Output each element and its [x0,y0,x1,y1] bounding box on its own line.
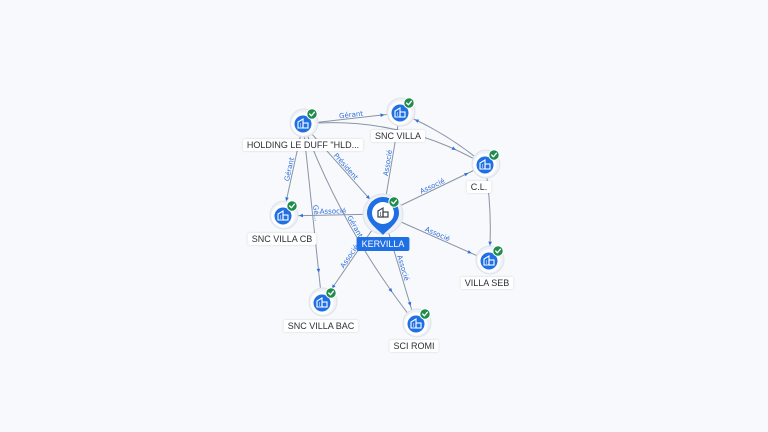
edge-label: Gérant [283,156,296,181]
building-icon [410,318,422,329]
edge-label: Président [332,152,360,182]
verified-check-icon [306,108,318,120]
node-snc-villa-bac[interactable]: SNC VILLA BAC [283,287,359,332]
edge-label: Associé [395,254,410,282]
node-label-box [242,139,364,151]
edge-arrow-icon [331,284,336,289]
edge-arrow-icon [299,213,304,218]
edge-label: Associé [320,207,347,216]
building-icon [483,255,495,266]
node-label: VILLA SEB [465,278,510,288]
edge-arrow-icon [365,195,370,200]
node-label-box [247,233,317,245]
edge-arrow-icon [388,287,393,293]
node-label-box [389,340,439,352]
node-label: SNC VILLA CB [252,234,313,244]
focus-node-kervilla[interactable]: KERVILLA [356,193,410,251]
verified-check-icon [388,196,400,208]
node-label-box [283,320,359,332]
verified-check-icon [325,287,337,299]
node-label: SNC VILLA BAC [288,321,355,331]
focus-node-label: KERVILLA [362,239,405,249]
edge-arrow-icon [467,250,472,254]
edge-arrow-icon [451,146,457,150]
node-label: SNC VILLA [375,131,421,141]
verified-check-icon [488,149,500,161]
verified-check-icon [286,200,298,212]
edge-arrow-icon [407,301,412,307]
building-icon [377,206,389,218]
node-label: SCI ROMI [393,341,434,351]
focus-layer: KERVILLA [356,193,410,251]
edge-arrow-icon [380,113,385,117]
node-snc-villa-cb[interactable]: SNC VILLA CB [247,200,317,245]
node-label-box [466,181,492,193]
building-icon [394,107,406,118]
node-snc-villa[interactable]: SNC VILLA [370,97,426,142]
node-sci-romi[interactable]: SCI ROMI [389,308,439,352]
edge-arrow-icon [285,197,289,202]
edge-label: Gérant [345,214,364,239]
verified-check-icon [419,308,431,320]
edge-arrow-icon [414,119,420,123]
building-icon [316,297,328,308]
edge-label: Gé... [311,205,321,222]
focus-label-box [356,237,410,251]
edge-label: Associé [382,149,394,176]
verified-check-icon [492,245,504,257]
building-icon [297,118,309,129]
node-label-box [460,277,514,289]
edge-label: Associé [424,225,451,243]
node-cl[interactable]: C.L. [466,149,501,193]
building-icon [277,210,289,221]
verified-check-icon [403,97,415,109]
edge-arrow-icon [488,241,492,246]
node-villa-seb[interactable]: VILLA SEB [460,245,514,289]
node-label: C.L. [471,182,488,192]
node-label-box [370,130,426,142]
edge-arrow-icon [464,172,469,177]
edge-arrow-icon [316,268,321,273]
node-label: HOLDING LE DUFF "HLD... [247,140,359,150]
edge-label: Gérant [339,110,364,121]
nodes-layer: HOLDING LE DUFF "HLD... SNC VILLA C.L. SNC … [242,97,514,352]
building-icon [479,159,491,170]
edge-label: Associé [419,177,446,196]
node-holding[interactable]: HOLDING LE DUFF "HLD... [242,108,364,151]
